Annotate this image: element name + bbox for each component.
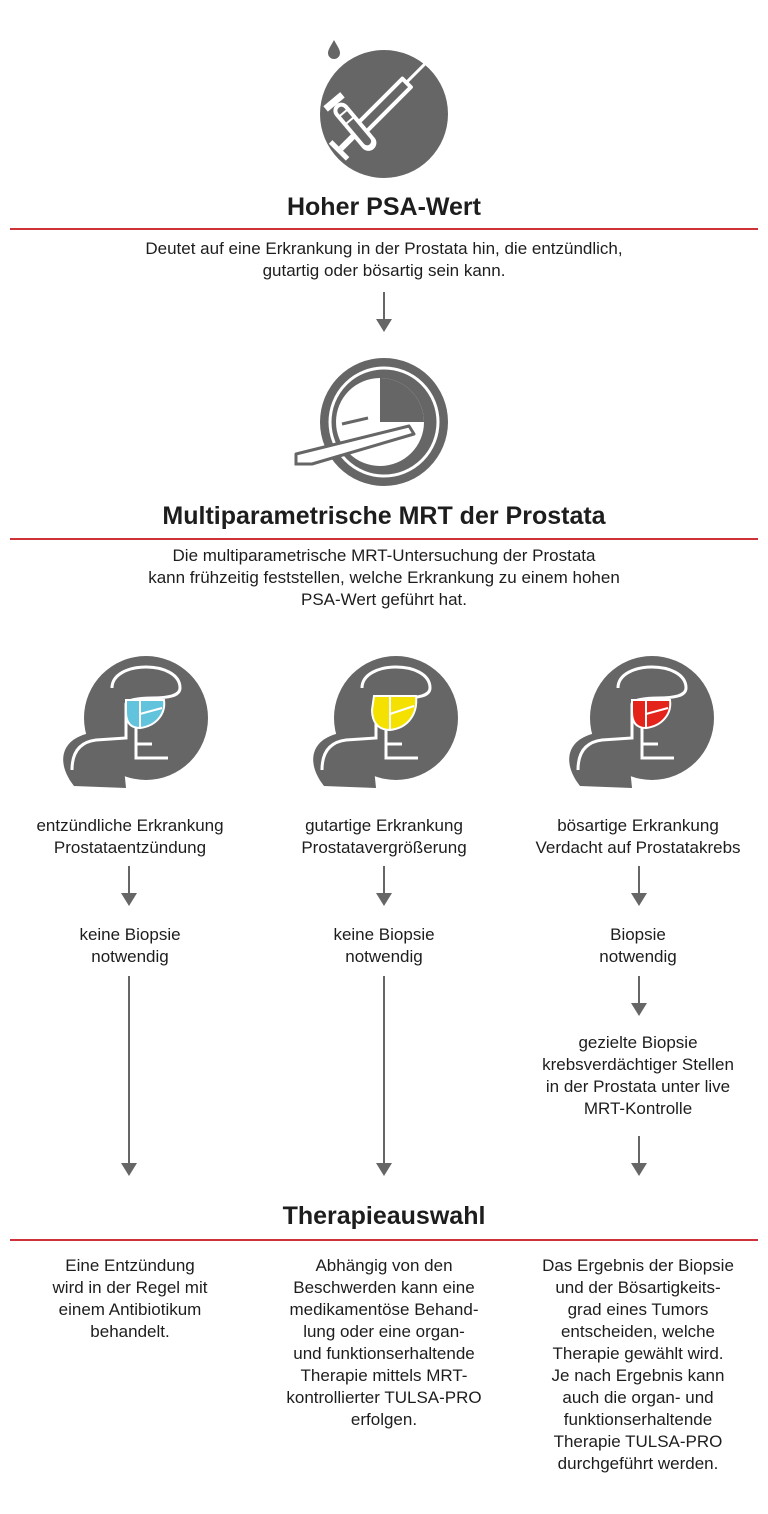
therapy-text-col2: Abhängig von den Beschwerden kann eine m… (286, 1256, 482, 1429)
arrow-head (631, 1003, 647, 1016)
biopsy-label-col1: keine Biopsie notwendig (79, 925, 181, 966)
arrow-col2-2 (383, 976, 385, 1164)
arrow-col1-1 (128, 866, 130, 894)
syringe-test-tube-icon (320, 40, 448, 178)
diagnosis-label-malignant: bösartige Erkrankung Verdacht auf Prosta… (535, 816, 741, 857)
arrow-head (121, 1163, 137, 1176)
targeted-biopsy-text: gezielte Biopsie krebsverdächtiger Stell… (542, 1033, 734, 1118)
step-description-psa: Deutet auf eine Erkrankung in der Prosta… (145, 239, 623, 280)
prostate-enlargement-icon (313, 656, 458, 788)
step-title-psa: Hoher PSA-Wert (286, 193, 481, 221)
arrow-psa-to-mrt (383, 292, 385, 320)
divider-psa (10, 228, 758, 230)
diagnosis-label-inflammation: entzündliche Erkrankung Prostataentzündu… (36, 816, 224, 857)
arrow-head (631, 893, 647, 906)
arrow-col3-1 (638, 866, 640, 894)
divider-mrt (10, 538, 758, 540)
mri-scanner-icon (294, 358, 448, 486)
step-title-mrt: Multiparametrische MRT der Prostata (162, 502, 606, 530)
diagnosis-label-benign: gutartige Erkrankung Prostatavergrößerun… (301, 816, 467, 857)
arrow-col2-1 (383, 866, 385, 894)
step-title-therapy: Therapieauswahl (282, 1202, 486, 1230)
arrow-head (376, 319, 392, 332)
arrow-col3-3 (638, 1136, 640, 1164)
prostate-cancer-icon (569, 656, 714, 788)
divider-therapy (10, 1239, 758, 1241)
biopsy-label-col3: Biopsie notwendig (599, 925, 677, 966)
therapy-text-col1: Eine Entzündung wird in der Regel mit ei… (52, 1256, 208, 1341)
prostate-inflammation-icon (63, 656, 208, 788)
arrow-col1-2 (128, 976, 130, 1164)
therapy-text-col3: Das Ergebnis der Biopsie und der Bösarti… (542, 1256, 734, 1473)
arrow-head (376, 1163, 392, 1176)
arrow-col3-2 (638, 976, 640, 1004)
arrow-head (376, 893, 392, 906)
step-description-mrt: Die multiparametrische MRT-Untersuchung … (148, 546, 620, 609)
biopsy-label-col2: keine Biopsie notwendig (333, 925, 435, 966)
arrow-head (121, 893, 137, 906)
arrow-head (631, 1163, 647, 1176)
